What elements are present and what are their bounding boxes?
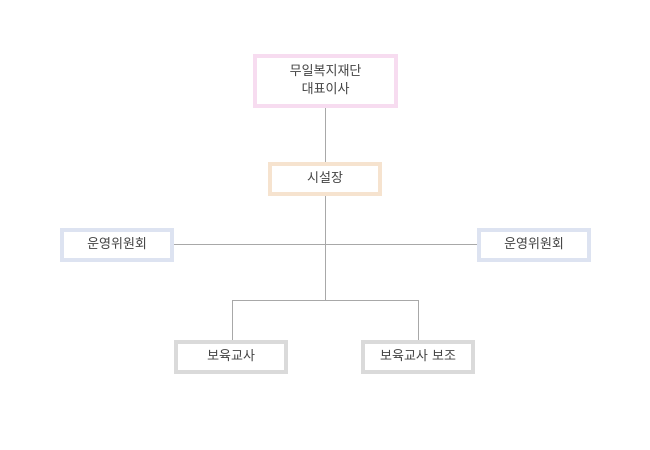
assistant-teacher-label: 보육교사 보조: [380, 349, 456, 364]
foundation-ceo-box: 무일복지재단 대표이사: [253, 54, 398, 108]
teacher-box: 보육교사: [174, 340, 288, 374]
connector-foundation-director: [325, 106, 326, 164]
committee-left-label: 운영위원회: [87, 237, 147, 252]
committee-right-label: 운영위원회: [504, 237, 564, 252]
connector-assistant-teacher: [418, 300, 419, 342]
committee-left-box: 운영위원회: [60, 228, 174, 262]
director-label: 시설장: [307, 171, 343, 186]
committee-right-box: 운영위원회: [477, 228, 591, 262]
connector-director-trunk: [325, 194, 326, 300]
connector-staff-horizontal: [232, 300, 419, 301]
teacher-label: 보육교사: [207, 349, 255, 364]
ceo-title: 대표이사: [301, 82, 350, 97]
connector-teacher: [232, 300, 233, 342]
assistant-teacher-box: 보육교사 보조: [361, 340, 475, 374]
director-box: 시설장: [268, 162, 382, 196]
foundation-name: 무일복지재단: [289, 64, 362, 79]
connector-committee-horizontal: [172, 244, 480, 245]
